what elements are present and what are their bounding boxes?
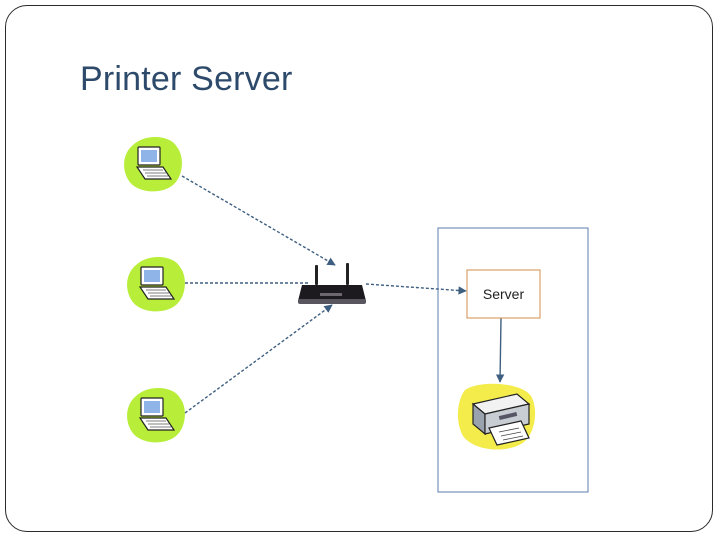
- slide-frame: [5, 5, 713, 532]
- connector-laptop-1-router: [181, 175, 336, 266]
- server-label: Server: [483, 286, 525, 302]
- server-box: [466, 269, 541, 319]
- connector-laptop-3-router: [184, 304, 333, 414]
- laptop-icon: [127, 256, 185, 312]
- wireless-router-icon: [298, 263, 366, 304]
- printer-icon: [457, 383, 536, 450]
- slide-title: Printer Server: [80, 60, 293, 98]
- server-container: [437, 227, 589, 493]
- laptop-icon: [124, 136, 182, 192]
- connector-router-server: [365, 283, 467, 295]
- connector-server-printer: [495, 317, 505, 383]
- laptop-icon: [127, 387, 185, 443]
